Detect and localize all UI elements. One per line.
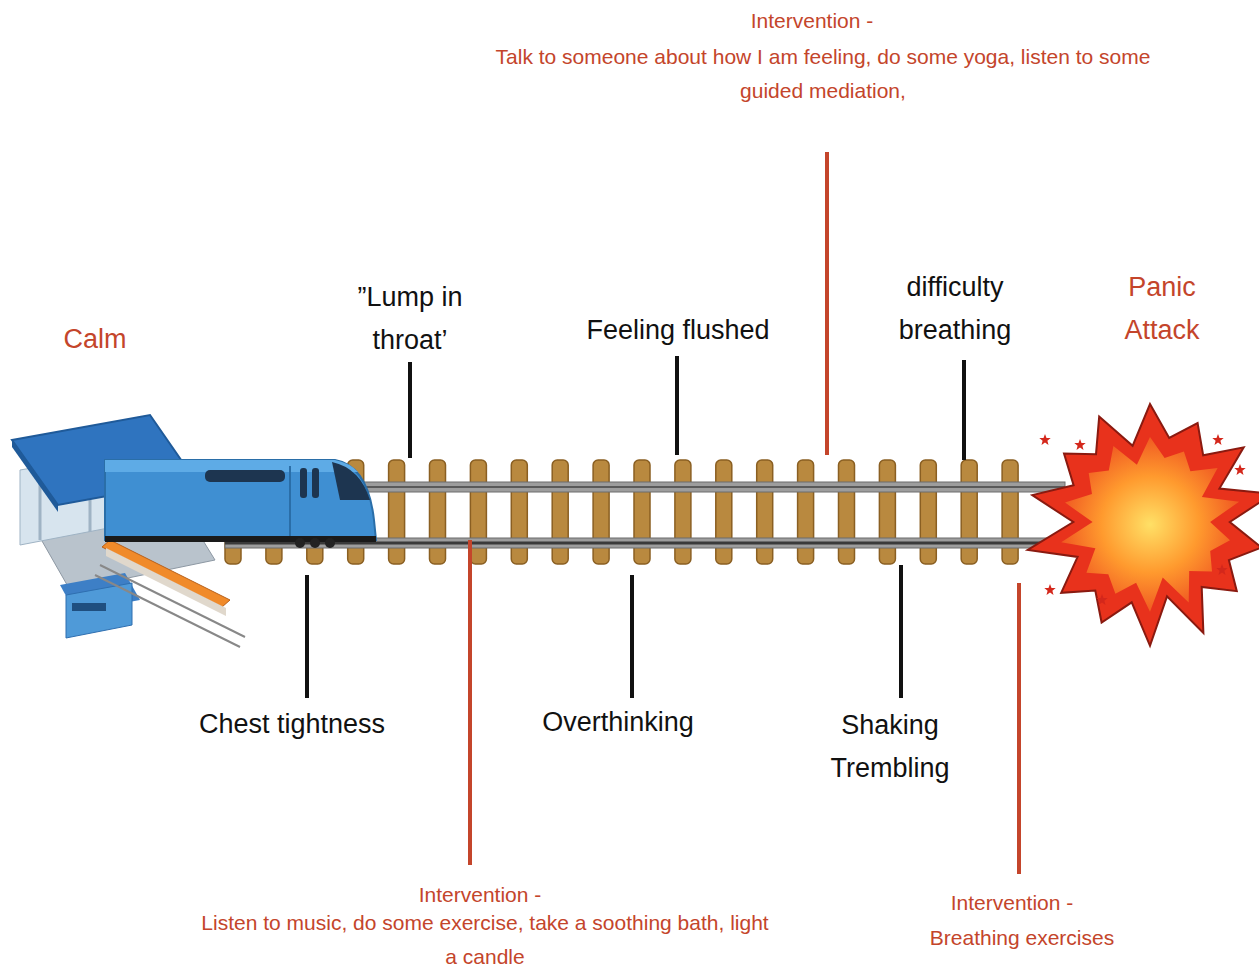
spark — [1216, 564, 1227, 575]
booth — [66, 583, 132, 638]
intervention-text: Breathing exercises — [872, 921, 1172, 955]
train-window — [205, 470, 285, 482]
intervention-lines — [470, 152, 1019, 874]
spark — [1212, 434, 1223, 445]
leader-lines — [307, 356, 964, 698]
symptom-label: difficulty breathing — [875, 266, 1035, 352]
symptom-label: ”Lump in throat’ — [335, 276, 485, 362]
state-label: Panic Attack — [1097, 266, 1227, 352]
train — [105, 460, 376, 548]
leader-line — [630, 575, 634, 698]
side-track — [95, 575, 240, 647]
intervention-line — [1017, 583, 1021, 874]
orange-train-base — [106, 548, 226, 616]
wheel — [325, 538, 335, 548]
intervention-text: Listen to music, do some exercise, take … — [195, 906, 775, 974]
leader-line — [899, 565, 903, 698]
symptom-label: Shaking Trembling — [815, 704, 965, 790]
train-body — [105, 460, 376, 540]
explosion — [1028, 404, 1259, 646]
intervention-heading: Intervention - — [662, 4, 962, 38]
spark — [1096, 594, 1107, 605]
spark — [1234, 464, 1245, 475]
state-label: Calm — [35, 318, 155, 361]
train-window — [312, 468, 319, 498]
train-windshield — [332, 462, 370, 500]
spark — [1044, 584, 1055, 595]
leader-line — [962, 360, 966, 460]
train-door — [289, 466, 291, 538]
leader-line — [408, 362, 412, 458]
explosion-inner — [1061, 437, 1239, 612]
intervention-heading: Intervention - — [330, 878, 630, 912]
symptom-label: Overthinking — [498, 701, 738, 744]
train-skirt — [105, 536, 376, 542]
intervention-line — [825, 152, 829, 455]
spark — [1074, 439, 1085, 450]
intervention-text: Talk to someone about how I am feeling, … — [483, 40, 1163, 108]
explosion-outer — [1028, 404, 1259, 646]
leader-line — [305, 575, 309, 698]
leader-line — [675, 356, 679, 455]
wheel — [295, 538, 305, 548]
booth-window — [72, 603, 106, 611]
roof-edge — [12, 440, 58, 512]
sparks — [1039, 434, 1245, 605]
symptom-label: Feeling flushed — [548, 309, 808, 352]
spark — [1039, 434, 1050, 445]
wheel — [310, 538, 320, 548]
intervention-heading: Intervention - — [862, 886, 1162, 920]
train-window — [300, 468, 307, 498]
intervention-line — [468, 540, 472, 865]
side-track — [100, 565, 245, 637]
symptom-label: Chest tightness — [162, 703, 422, 746]
